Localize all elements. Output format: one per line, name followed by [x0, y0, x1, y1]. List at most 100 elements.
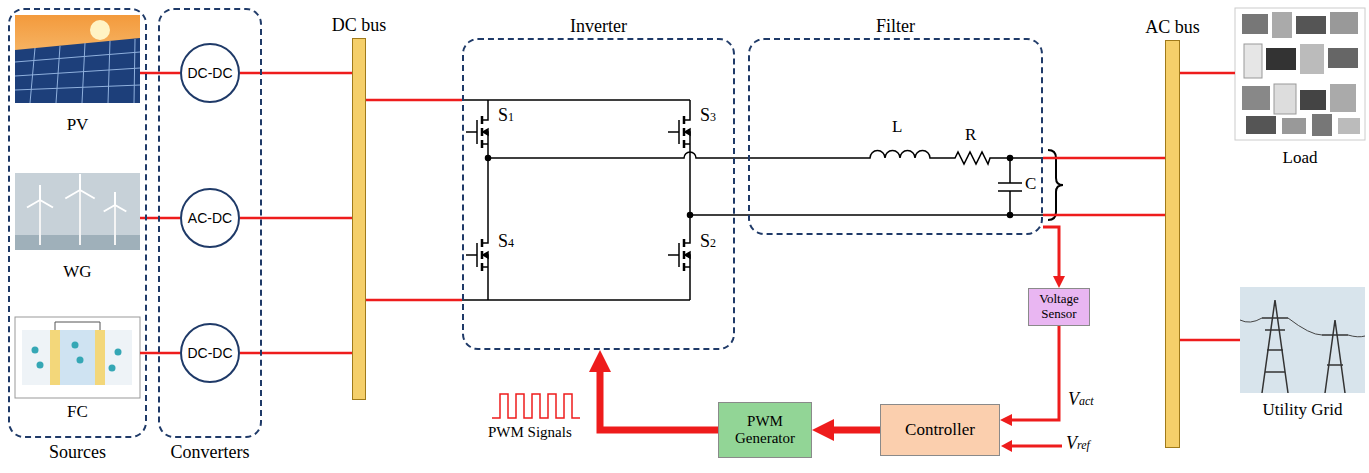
process-box: Controller [880, 404, 1000, 456]
pwm-waveform [492, 394, 580, 418]
pwm-waveform [492, 394, 580, 418]
fuel-cell-picture [60, 330, 95, 385]
inverter-circuit [668, 235, 690, 275]
connector-wire [1180, 339, 1240, 342]
inverter-circuit [466, 112, 488, 152]
load-picture [1300, 44, 1324, 74]
fuel-cell-picture [77, 357, 84, 364]
connector-wire [240, 217, 352, 220]
connector-wire [240, 72, 352, 75]
picture-node: FC [15, 317, 140, 422]
fuel-cell-picture [37, 362, 44, 369]
process-box: PWM Generator [718, 402, 812, 458]
part-label: S3 [700, 106, 716, 126]
signal-arrow [827, 427, 880, 434]
load-picture [1242, 14, 1268, 34]
part-label: S4 [498, 232, 514, 252]
inverter-circuit [668, 112, 690, 152]
bus-bar: DC bus [352, 38, 366, 400]
pv-panel-picture [15, 38, 140, 103]
load-picture [1338, 118, 1360, 134]
node-label: DC-DC [187, 65, 232, 81]
part-label: L [892, 118, 902, 137]
node-label: WG [63, 262, 91, 282]
node-label: Utility Grid [1263, 400, 1343, 420]
node-label: Converters [171, 442, 250, 463]
dashed-group: ConvertersDC-DCAC-DCDC-DC [158, 8, 262, 438]
bus-bar: AC bus [1165, 40, 1180, 448]
connector-wire [1043, 157, 1165, 160]
signal-label: Vact [1066, 390, 1096, 410]
load-picture [1312, 114, 1332, 136]
fuel-cell-picture [32, 342, 122, 372]
signal-arrow [1008, 326, 1059, 420]
dashed-group: SourcesPVWGFC [8, 8, 147, 438]
picture-node: Utility Grid [1240, 287, 1365, 420]
filter-circuit [748, 151, 1043, 218]
inverter-circuit [488, 152, 735, 215]
brace [1048, 150, 1063, 220]
converter-circle: AC-DC [180, 188, 240, 248]
pv-panel-picture [15, 15, 140, 103]
pv-panel-picture [90, 20, 110, 40]
load-picture [1235, 8, 1365, 140]
part-label: Vref [1066, 434, 1090, 454]
filter-circuit [748, 214, 1043, 216]
node-label: FC [67, 402, 88, 422]
node-label: Load [1283, 148, 1318, 168]
process-box: Voltage Sensor [1028, 288, 1090, 326]
node-label: PWM Generator [723, 413, 807, 448]
dashed-group: Filter [748, 38, 1043, 235]
fuel-cell-picture [109, 365, 116, 372]
dashed-group: Inverter [462, 38, 735, 350]
fuel-cell-picture [15, 317, 140, 398]
picture-node: WG [15, 173, 140, 282]
node-label: AC bus [1145, 17, 1200, 38]
connector-wire [735, 157, 748, 159]
inverter-circuit [466, 235, 488, 275]
part-label: S1 [498, 106, 514, 126]
converter-circle: DC-DC [180, 43, 240, 103]
fuel-cell-picture [32, 347, 39, 354]
reference-arrow [1001, 440, 1012, 452]
load-picture [1235, 8, 1365, 140]
fuel-cell-picture [50, 330, 60, 385]
load-picture [1296, 16, 1326, 34]
load-picture [1244, 44, 1262, 78]
utility-grid-picture [1240, 287, 1365, 393]
node-label: Voltage Sensor [1033, 292, 1085, 322]
inverter-circuit [462, 100, 690, 300]
load-picture [1330, 12, 1358, 34]
node-label: Sources [49, 442, 106, 463]
connector-wire [1043, 214, 1165, 217]
filter-circuit [748, 151, 1043, 165]
node-label: DC-DC [187, 345, 232, 361]
fuel-cell-picture [95, 330, 105, 385]
load-picture [1282, 118, 1306, 134]
load-picture [1272, 12, 1292, 38]
pv-panel-picture [15, 15, 140, 103]
utility-grid-picture [1262, 300, 1348, 393]
fuel-cell-picture [15, 317, 140, 398]
utility-grid-picture [1240, 287, 1365, 393]
utility-grid-picture [1240, 318, 1365, 337]
picture-node: PV [15, 15, 140, 135]
load-picture [1330, 84, 1356, 112]
node-label: Controller [905, 420, 975, 440]
part-label: PWM Signals [488, 424, 572, 441]
wind-turbine-picture [15, 173, 140, 250]
inverter-circuit [688, 213, 693, 218]
connector-wire [1180, 72, 1235, 75]
part-label: S2 [700, 232, 716, 252]
filter-circuit [998, 158, 1022, 215]
inverter-circuit [486, 156, 491, 161]
connector-wire [366, 299, 462, 302]
part-label: R [965, 126, 976, 145]
picture-node: Load [1235, 8, 1365, 168]
signal-arrow [600, 365, 718, 430]
fuel-cell-picture [55, 322, 100, 330]
pv-panel-picture [15, 39, 140, 103]
node-label: DC bus [332, 15, 387, 36]
